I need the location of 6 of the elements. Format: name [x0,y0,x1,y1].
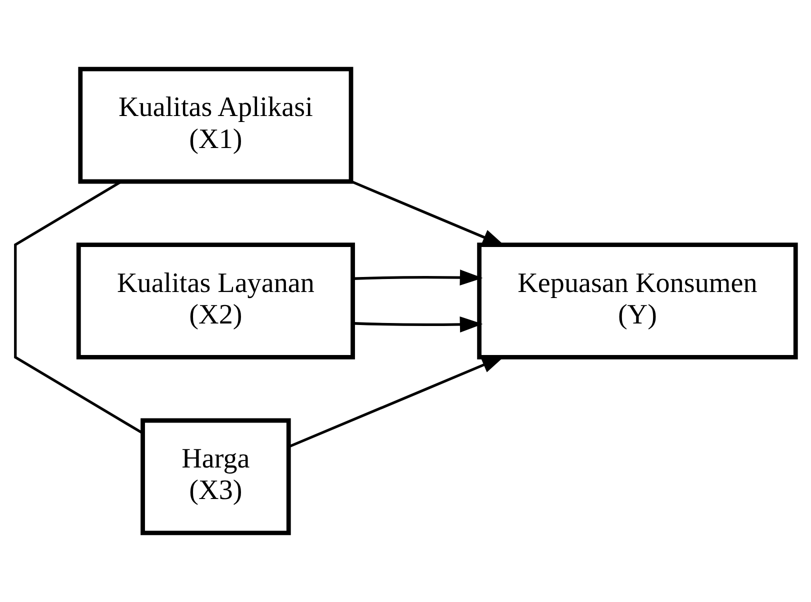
node-box: Kepuasan Konsumen (Y) [477,242,798,360]
node-box: Harga (X3) [140,418,291,536]
node-box: Kualitas Aplikasi (X1) [78,66,354,184]
arrow [353,270,483,286]
arrow [353,316,483,332]
node-box: Kualitas Layanan (X2) [76,242,355,360]
